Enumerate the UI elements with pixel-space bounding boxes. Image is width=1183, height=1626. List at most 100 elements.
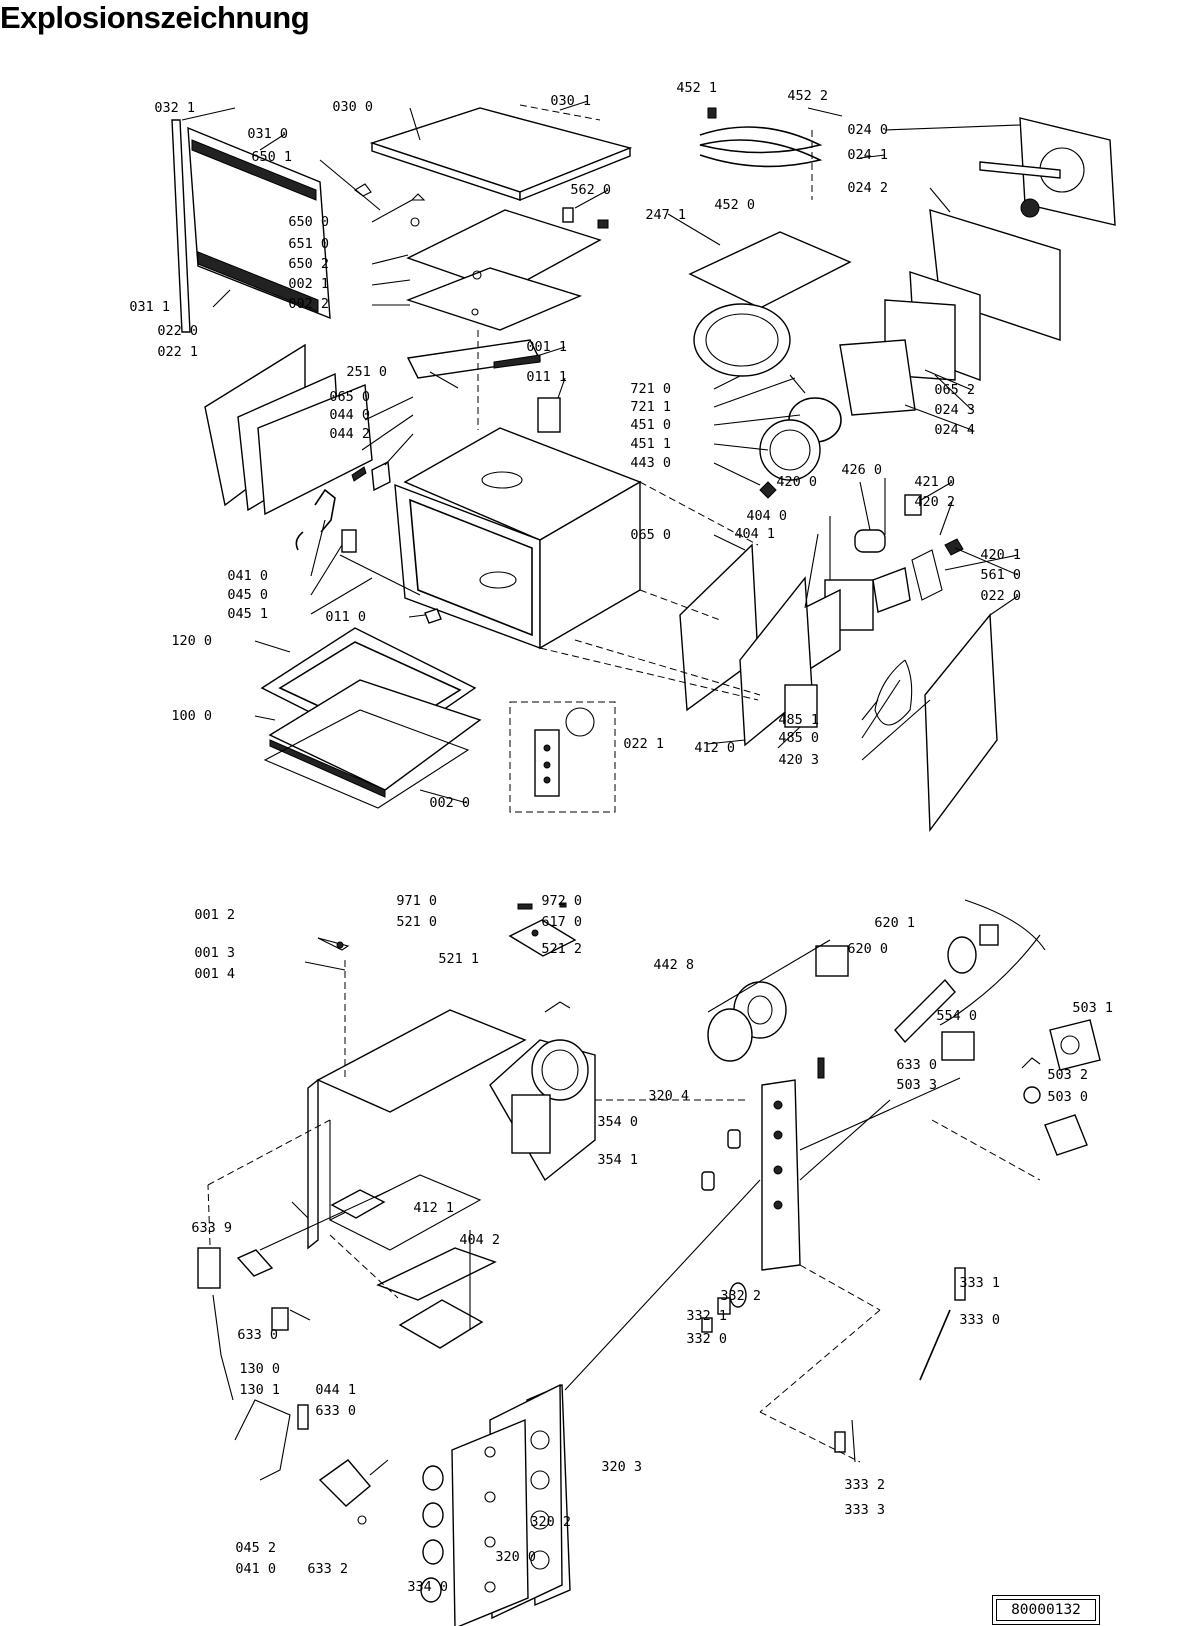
part-label: 030 0 xyxy=(332,99,373,115)
part-label: 041 0 xyxy=(227,568,268,584)
part-label: 633 0 xyxy=(315,1403,356,1419)
part-label: 971 0 xyxy=(396,893,437,909)
part-label: 442 8 xyxy=(653,957,694,973)
part-label: 412 1 xyxy=(413,1200,454,1216)
part-label: 452 2 xyxy=(787,88,828,104)
part-label: 100 0 xyxy=(171,708,212,724)
part-label: 002 2 xyxy=(288,296,329,312)
plate-247-part xyxy=(688,231,852,309)
part-label: 251 0 xyxy=(346,364,387,380)
control-panel-part xyxy=(451,1383,571,1626)
part-label: 633 0 xyxy=(896,1057,937,1073)
part-label: 420 2 xyxy=(914,494,955,510)
heating-element-part xyxy=(699,107,843,200)
part-label: 721 0 xyxy=(630,381,671,397)
part-label: 650 2 xyxy=(288,256,329,272)
part-label: 650 1 xyxy=(251,149,292,165)
motor-housing-part xyxy=(489,1001,596,1182)
part-label: 633 0 xyxy=(237,1327,278,1343)
part-label: 521 2 xyxy=(541,941,582,957)
page-title: Explosionszeichnung xyxy=(0,0,310,35)
circuit-board-part xyxy=(508,902,577,957)
fan-blade-part xyxy=(707,945,849,1062)
part-label: 024 2 xyxy=(847,180,888,196)
part-label: 247 1 xyxy=(645,207,686,223)
bottom-plates-part xyxy=(376,1230,497,1349)
bottom-guide-lines xyxy=(207,939,1041,1463)
inset-detail-box xyxy=(509,701,616,813)
part-label: 332 1 xyxy=(686,1308,727,1324)
part-label: 011 0 xyxy=(325,609,366,625)
control-plate-part xyxy=(761,1057,825,1271)
part-label: 333 2 xyxy=(844,1477,885,1493)
part-label: 320 4 xyxy=(648,1088,689,1104)
part-label: 333 3 xyxy=(844,1502,885,1518)
side-panels-part xyxy=(679,543,998,833)
part-label: 485 0 xyxy=(778,730,819,746)
vent-strip-part xyxy=(406,339,561,433)
part-label: 031 1 xyxy=(129,299,170,315)
part-label: 130 0 xyxy=(239,1361,280,1377)
part-label: 024 1 xyxy=(847,147,888,163)
knob-parts xyxy=(420,1465,444,1603)
part-label: 633 9 xyxy=(191,1220,232,1236)
side-frame-part xyxy=(171,119,331,333)
door-frame-part xyxy=(260,627,482,809)
part-label: 065 2 xyxy=(934,382,975,398)
ring-parts xyxy=(759,397,842,499)
part-label: 320 0 xyxy=(495,1549,536,1565)
part-label: 333 0 xyxy=(959,1312,1000,1328)
part-label: 024 4 xyxy=(934,422,975,438)
part-label: 721 1 xyxy=(630,399,671,415)
hinge-parts xyxy=(295,460,391,553)
part-label: 065 0 xyxy=(329,389,370,405)
part-label: 421 0 xyxy=(914,474,955,490)
foot-part xyxy=(424,608,442,624)
part-label: 333 1 xyxy=(959,1275,1000,1291)
part-label: 002 0 xyxy=(429,795,470,811)
part-label: 503 1 xyxy=(1072,1000,1113,1016)
top-guide-lines xyxy=(319,104,761,701)
part-label: 024 0 xyxy=(847,122,888,138)
part-label: 065 0 xyxy=(630,527,671,543)
left-panels-part xyxy=(204,343,373,516)
bracket-parts xyxy=(304,937,350,971)
magnetron-parts xyxy=(799,494,964,674)
part-label: 022 0 xyxy=(157,323,198,339)
part-label: 320 3 xyxy=(601,1459,642,1475)
part-label: 452 0 xyxy=(714,197,755,213)
leader-lines xyxy=(181,100,1021,804)
part-label: 001 3 xyxy=(194,945,235,961)
part-label: 443 0 xyxy=(630,455,671,471)
part-label: 620 0 xyxy=(847,941,888,957)
part-label: 032 1 xyxy=(154,100,195,116)
part-label: 022 0 xyxy=(980,588,1021,604)
document-number: 80000132 xyxy=(992,1595,1100,1625)
part-label: 554 0 xyxy=(936,1008,977,1024)
part-label: 130 1 xyxy=(239,1382,280,1398)
part-label: 451 1 xyxy=(630,436,671,452)
fan-part xyxy=(693,303,806,394)
part-label: 521 1 xyxy=(438,951,479,967)
back-plates-part xyxy=(839,117,1116,416)
part-label: 420 0 xyxy=(776,474,817,490)
part-label: 120 0 xyxy=(171,633,212,649)
part-label: 404 1 xyxy=(734,526,775,542)
part-label: 412 0 xyxy=(694,740,735,756)
part-label: 022 1 xyxy=(623,736,664,752)
part-label: 044 1 xyxy=(315,1382,356,1398)
part-label: 354 0 xyxy=(597,1114,638,1130)
part-label: 651 0 xyxy=(288,236,329,252)
terminal-block-part xyxy=(894,899,1046,1044)
part-label: 030 1 xyxy=(550,93,591,109)
part-label: 320 2 xyxy=(530,1514,571,1530)
part-label: 561 0 xyxy=(980,567,1021,583)
main-cavity-part xyxy=(394,427,642,650)
part-label: 617 0 xyxy=(541,914,582,930)
part-label: 650 0 xyxy=(288,214,329,230)
part-label: 001 2 xyxy=(194,907,235,923)
part-label: 451 0 xyxy=(630,417,671,433)
part-label: 001 1 xyxy=(526,339,567,355)
